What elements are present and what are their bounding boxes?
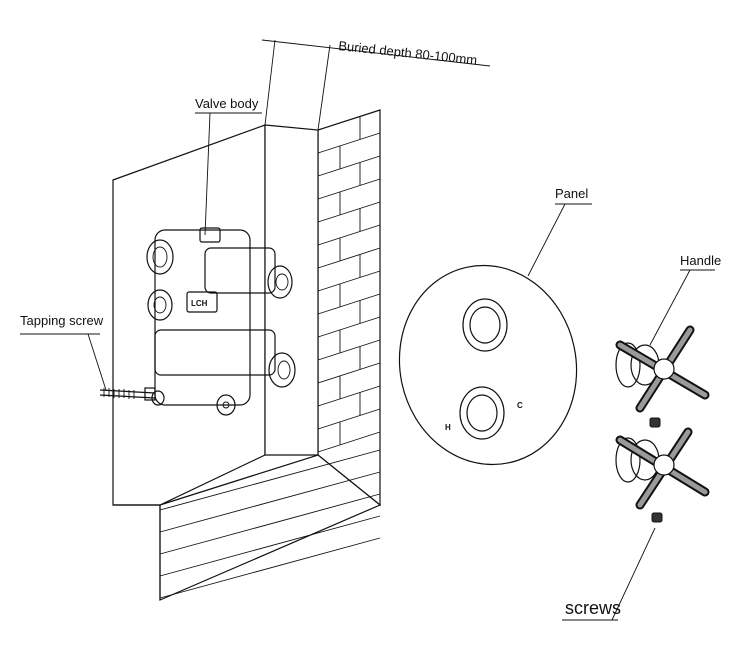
valve-body: LCH xyxy=(146,227,296,416)
brick-course xyxy=(317,201,381,223)
brick-course xyxy=(159,515,381,577)
brick-course xyxy=(317,385,381,407)
tapping-screw xyxy=(99,387,156,401)
brick-course xyxy=(317,293,381,315)
tapping-screw-callout: Tapping screw xyxy=(20,313,107,391)
screws-callout: screws xyxy=(562,527,656,621)
brick-course xyxy=(317,316,381,338)
brick-course xyxy=(317,339,381,361)
brick-course xyxy=(317,178,381,200)
brick-course xyxy=(317,362,381,384)
cover-panel: H C xyxy=(398,264,578,466)
handle-callout: Handle xyxy=(649,253,721,346)
brick-course xyxy=(317,224,381,246)
screws-label: screws xyxy=(565,598,621,618)
brick-course xyxy=(159,493,381,555)
brick-course xyxy=(317,270,381,292)
valve-brand-mark: LCH xyxy=(191,299,208,308)
brick-course xyxy=(317,431,381,453)
hot-mark: H xyxy=(445,423,451,432)
handle-lower xyxy=(615,427,710,510)
brick-pattern xyxy=(159,116,381,599)
valve-body-label: Valve body xyxy=(195,96,259,111)
panel-label: Panel xyxy=(555,186,588,201)
brick-course xyxy=(159,537,381,599)
handle-label: Handle xyxy=(680,253,721,268)
brick-course xyxy=(159,449,381,511)
screws xyxy=(649,417,663,523)
tapping-screw-label: Tapping screw xyxy=(20,313,104,328)
valve-body-callout: Valve body xyxy=(195,96,262,236)
brick-course xyxy=(317,155,381,177)
brick-course xyxy=(317,408,381,430)
cold-mark: C xyxy=(517,401,523,410)
brick-course xyxy=(317,132,381,154)
panel-callout: Panel xyxy=(527,186,592,277)
handle-upper xyxy=(615,325,710,413)
brick-course xyxy=(317,247,381,269)
brick-wall xyxy=(159,109,382,601)
brick-course xyxy=(159,471,381,533)
buried-depth-label: Buried depth 80-100mm xyxy=(338,38,478,67)
